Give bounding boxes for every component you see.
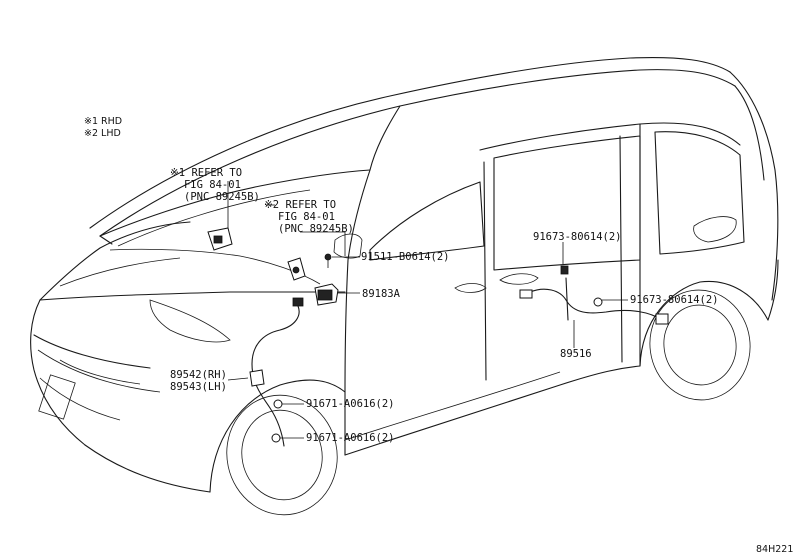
label-91673-top: 91673-80614(2) — [533, 231, 622, 243]
refer1-line2: FIG 84-01 — [184, 179, 241, 191]
sensor-bracket-rhd — [207, 227, 233, 251]
callout-refer-rhd: ※1 REFER TO FIG 84-01 (PNC 89245B) — [170, 167, 260, 203]
label-91511: 91511-B0614(2) — [361, 251, 450, 263]
legend-rhd: ※1 RHD — [84, 116, 122, 127]
callout-refer-lhd: ※2 REFER TO FIG 84-01 (PNC 89245B) — [264, 199, 354, 235]
bolt-91511 — [324, 253, 332, 268]
sensor-bracket-lhd — [287, 257, 306, 281]
label-89543: 89543(LH) — [170, 381, 227, 393]
label-89516: 89516 — [560, 348, 592, 360]
leader-lines — [227, 181, 628, 439]
label-91671-b: 91671-A0616(2) — [306, 432, 395, 444]
refer1-line3: (PNC 89245B) — [184, 191, 260, 203]
parts-group — [207, 227, 669, 447]
legend: ※1 RHD ※2 LHD — [84, 116, 122, 139]
refer1-line1: ※1 REFER TO — [170, 167, 242, 179]
label-91673-right: 91673-80614(2) — [630, 294, 719, 306]
vehicle-body — [30, 56, 779, 516]
rear-sensor-harness — [519, 265, 669, 325]
legend-lhd: ※2 LHD — [84, 128, 121, 139]
refer2-line2: FIG 84-01 — [278, 211, 335, 223]
refer2-line1: ※2 REFER TO — [264, 199, 336, 211]
figure-code: 84H221 — [756, 544, 793, 555]
label-91671-a: 91671-A0616(2) — [306, 398, 395, 410]
label-89542: 89542(RH) — [170, 369, 227, 381]
module-89183a — [314, 283, 339, 306]
front-sensor-harness — [249, 297, 304, 447]
label-89183a: 89183A — [362, 288, 401, 300]
refer2-line3: (PNC 89245B) — [278, 223, 354, 235]
